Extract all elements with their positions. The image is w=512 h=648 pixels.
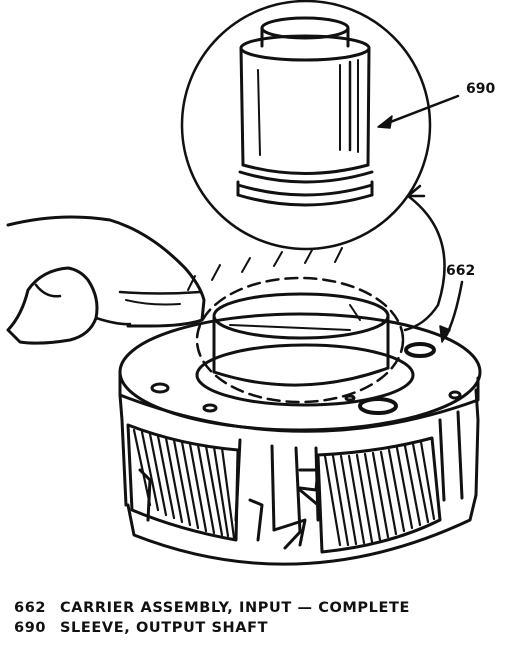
callout-690: 690	[377, 81, 495, 129]
sleeve-installed	[212, 292, 390, 387]
legend-item: 662 CARRIER ASSEMBLY, INPUT — COMPLETE	[14, 598, 504, 618]
legend-number: 662	[14, 600, 47, 616]
callout-662: 662	[439, 263, 475, 343]
legend-number: 690	[14, 620, 47, 636]
callout-662-label: 662	[446, 263, 475, 279]
pinion-gear-right	[316, 436, 442, 554]
finger	[6, 215, 343, 345]
connector-arc	[403, 194, 446, 332]
callout-690-label: 690	[466, 81, 495, 97]
pinion-gear-left	[126, 423, 240, 542]
legend-item: 690 SLEEVE, OUTPUT SHAFT	[14, 618, 504, 638]
sleeve-output-shaft	[236, 16, 374, 207]
magnify-circle-lower	[195, 276, 405, 404]
legend-description: SLEEVE, OUTPUT SHAFT	[60, 620, 269, 636]
parts-legend: 662 CARRIER ASSEMBLY, INPUT — COMPLETE 6…	[14, 598, 504, 638]
carrier-assembly	[118, 312, 482, 566]
magnify-circle-upper	[180, 0, 432, 251]
exploded-diagram: 690 662	[6, 0, 495, 566]
legend-description: CARRIER ASSEMBLY, INPUT — COMPLETE	[60, 600, 410, 616]
